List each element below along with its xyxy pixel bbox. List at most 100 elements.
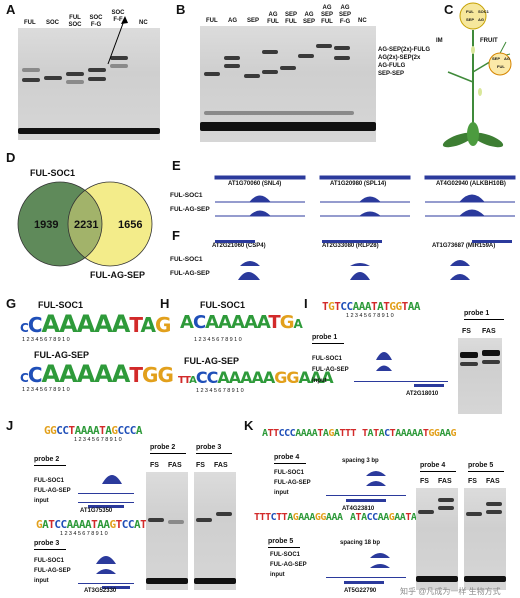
gel-lane-label: FAS xyxy=(438,478,452,485)
lane-label: SEP FUL xyxy=(284,12,297,25)
bubble-label: SEP xyxy=(466,17,475,22)
track-label: FUL-AG-SEP xyxy=(170,206,210,213)
track-label: input xyxy=(34,498,49,504)
track-label: FUL-SOC1 xyxy=(274,470,304,476)
venn-set2-label: FUL-AG-SEP xyxy=(90,270,145,280)
gel-j2 xyxy=(194,472,236,590)
gene-label: AT4G23810 xyxy=(342,506,375,512)
gel-a xyxy=(18,28,160,140)
lane-label: AG xyxy=(228,18,237,24)
track-label: FUL-AG-SEP xyxy=(34,568,71,574)
panel-label-a: A xyxy=(6,2,16,17)
gel-lane-label: FS xyxy=(420,478,429,485)
logo-title: FUL-AG-SEP xyxy=(184,356,239,366)
im-label: IM xyxy=(436,38,443,44)
spacing-label: spacing 3 bp xyxy=(342,458,379,464)
lane-label: AG SEP F-G xyxy=(338,5,351,25)
track-label: FUL-SOC1 xyxy=(34,558,64,564)
gene-label: AT2G33080 (RLP28) xyxy=(322,243,379,249)
venn-both: 2231 xyxy=(74,219,99,231)
track-label: FUL-AG-SEP xyxy=(274,480,311,486)
panel-label-j: J xyxy=(6,418,14,433)
venn-set1-label: FUL-SOC1 xyxy=(30,168,75,178)
gel-i xyxy=(458,338,502,414)
lane-label: SEP xyxy=(247,18,260,24)
gene-label: AT1G73687 (MIR159A) xyxy=(432,243,496,249)
venn-only2: 1656 xyxy=(118,219,143,231)
gel-lane-label: FS xyxy=(150,462,159,469)
gel-lane-label: FS xyxy=(468,478,477,485)
track-label: FUL-SOC1 xyxy=(170,192,203,199)
track-label: input xyxy=(312,378,327,384)
bubble-label: FUL xyxy=(497,64,505,69)
track-label: FUL-AG-SEP xyxy=(312,367,349,373)
track-label: FUL-SOC1 xyxy=(312,356,342,362)
gene-label: AT1G75350 xyxy=(80,508,113,514)
motif-logo-h2: TTACCAAAAAGGAAA xyxy=(178,368,334,387)
track-plot-e xyxy=(214,175,516,217)
track-label: FUL-AG-SEP xyxy=(34,488,71,494)
probe-sequence: ATTCCCAAAATAGATTT xyxy=(262,428,357,439)
gel-lane-label: FAS xyxy=(168,462,182,469)
probe-label: probe 3 xyxy=(34,540,60,547)
track-label: FUL-AG-SEP xyxy=(270,562,307,568)
panel-label-d: D xyxy=(6,150,16,165)
gene-label: AT3G52330 xyxy=(84,588,117,594)
spacing-label: spacing 18 bp xyxy=(340,540,381,546)
bubble-label: AG xyxy=(504,56,510,61)
complex-label: AG-SEP(2x)-FULG xyxy=(378,47,431,53)
position-numbers: 12345678910 xyxy=(194,337,244,343)
logo-title: FUL-SOC1 xyxy=(200,300,245,310)
position-numbers: 12345678910 xyxy=(346,313,396,319)
track-plot-k5 xyxy=(326,553,406,584)
fruit-label: FRUIT xyxy=(480,38,498,44)
probe-label: probe 1 xyxy=(312,334,338,341)
complex-label: SEP-SEP xyxy=(378,71,405,77)
lane-label: SOC xyxy=(46,20,60,26)
probe-label: probe 5 xyxy=(268,538,294,545)
probe-sequence: TTTCTTAGAAAGGAAA xyxy=(254,512,343,523)
gene-label: AT5G22790 xyxy=(344,588,377,594)
panel-label-c: C xyxy=(444,2,454,17)
logo-title: FUL-SOC1 xyxy=(38,300,83,310)
probe-label: probe 2 xyxy=(34,456,60,463)
position-numbers: 12345678910 xyxy=(196,388,246,394)
track-label: input xyxy=(34,578,49,584)
probe-sequence: GGCCTAAAATAGCCCA xyxy=(44,424,143,437)
motif-logo-g2: CCAAAAATGG xyxy=(20,360,174,388)
position-numbers: 12345678910 xyxy=(22,337,72,343)
complex-label: AG(2x)-SEP(2x xyxy=(378,55,421,61)
track-plot-j2 xyxy=(78,475,134,508)
panel-label-k: K xyxy=(244,418,254,433)
plant-illustration xyxy=(442,2,512,148)
gene-label: AT2G18010 xyxy=(406,391,439,397)
track-plot-f xyxy=(215,240,515,280)
position-numbers: 12345678910 xyxy=(74,437,124,443)
track-plot-k4 xyxy=(326,471,406,502)
lane-label: NC xyxy=(139,20,148,26)
track-plot-j3 xyxy=(78,556,134,589)
track-label: FUL-SOC1 xyxy=(170,256,203,263)
lane-label: FUL xyxy=(24,20,36,26)
panel-label-h: H xyxy=(160,296,170,311)
gel-lane-label: FS xyxy=(462,328,471,335)
motif-logo-h1: ACAAAAATGA xyxy=(180,312,303,333)
bubble-label: SOC1 xyxy=(478,9,489,14)
gel-lane-label: FAS xyxy=(482,328,496,335)
track-label: FUL-AG-SEP xyxy=(170,270,210,277)
probe-sequence: GATCCAAAATAAGTCCAT xyxy=(36,518,147,531)
venn-only1: 1939 xyxy=(34,219,59,231)
track-plot-i xyxy=(354,352,448,387)
panel-label-i: I xyxy=(304,296,308,311)
gel-title: probe 1 xyxy=(464,310,490,317)
track-label: FUL-SOC1 xyxy=(34,478,64,484)
bubble-label: AG xyxy=(478,17,484,22)
lane-label: NC xyxy=(358,18,367,24)
logo-title: FUL-AG-SEP xyxy=(34,350,89,360)
gel-j1 xyxy=(146,472,188,590)
gel-title: probe 2 xyxy=(150,444,176,451)
lane-label: FUL xyxy=(206,18,218,24)
gel-title: probe 4 xyxy=(420,462,446,469)
gel-lane-label: FS xyxy=(196,462,205,469)
